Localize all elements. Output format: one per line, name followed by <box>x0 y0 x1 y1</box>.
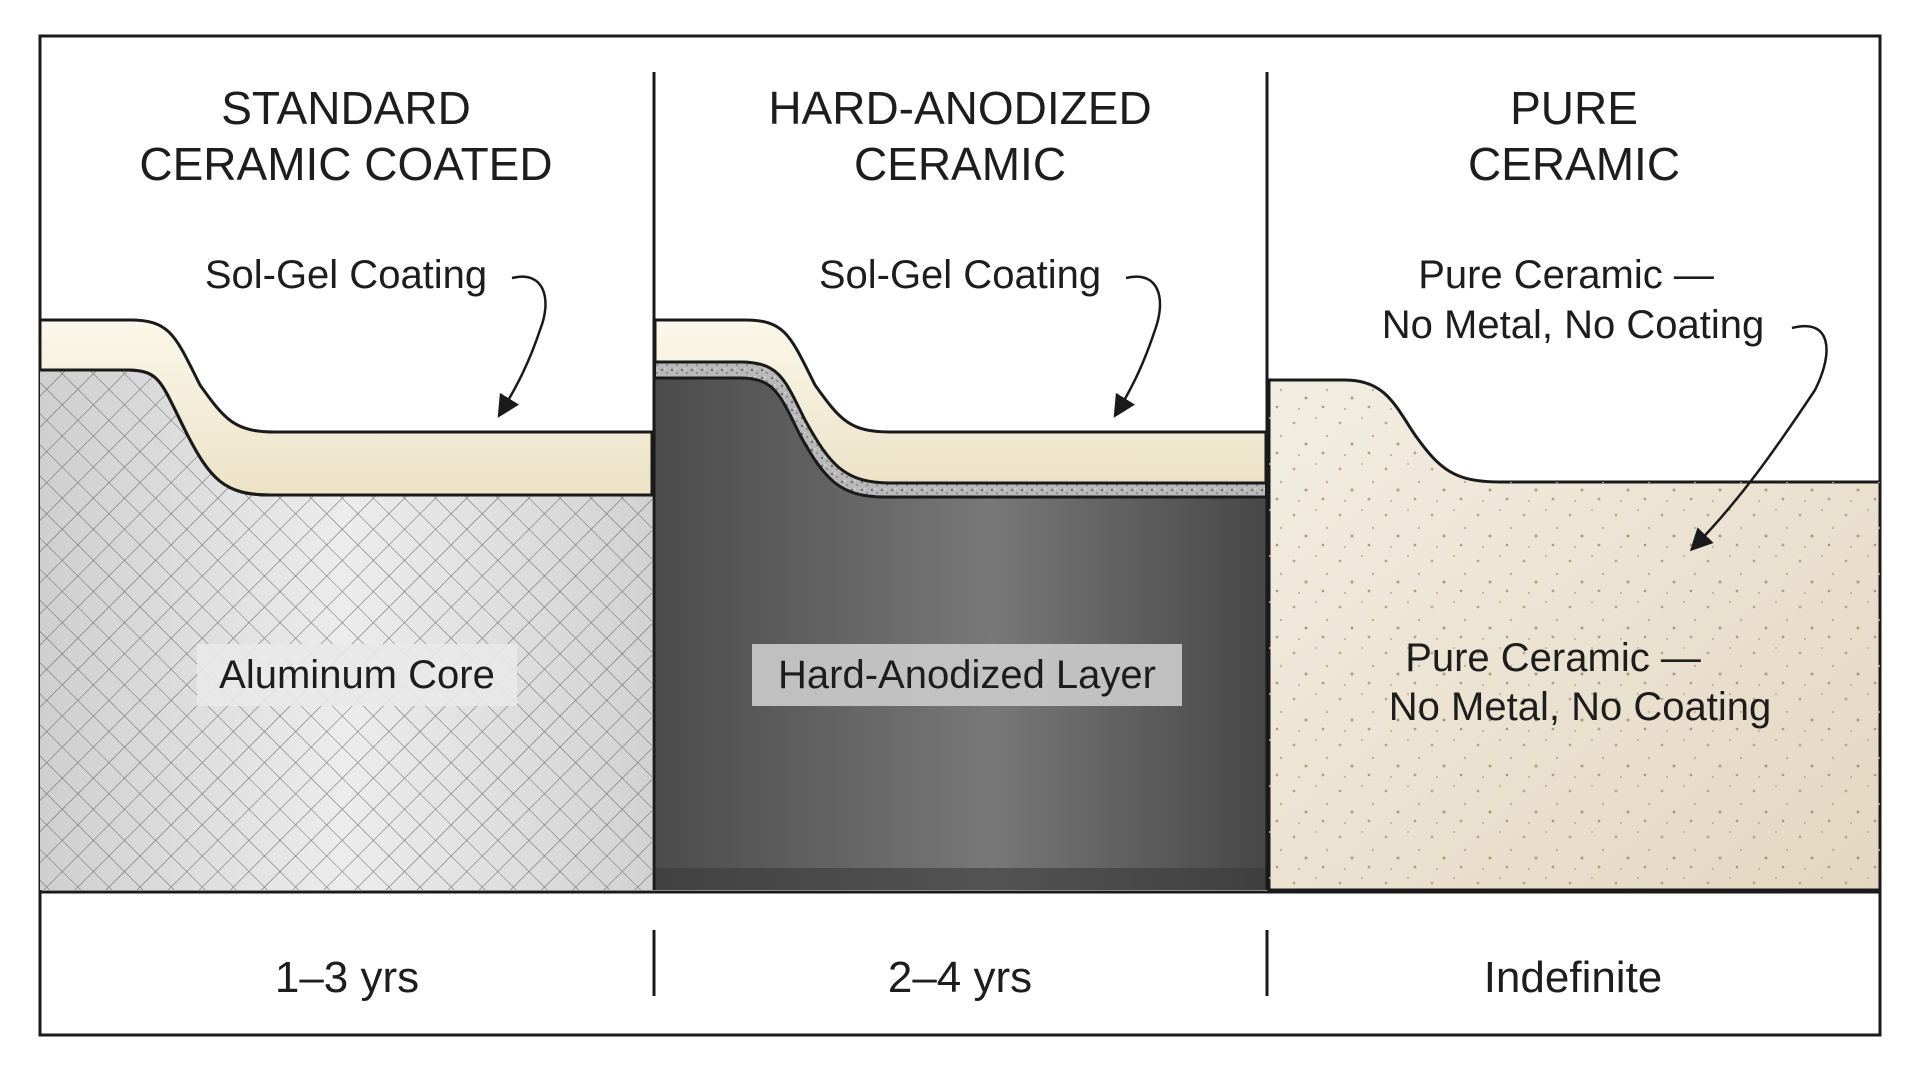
column-3-callout-arrow <box>1689 325 1828 552</box>
column-2-callout-arrow <box>1113 275 1162 418</box>
column-3-title-line-2: CERAMIC <box>1468 138 1680 190</box>
footer-lifespan-pure-ceramic: Indefinite <box>1484 953 1663 1002</box>
column-2-callout-label: Sol-Gel Coating <box>819 253 1101 297</box>
hard-anodized-label-bg <box>752 644 1182 706</box>
column-1-title-line-2: CERAMIC COATED <box>139 138 552 190</box>
column-1-callout-label: Sol-Gel Coating <box>205 253 487 297</box>
column-1-title-line-1: STANDARD <box>221 82 471 134</box>
column-hard-anodized-ceramic: Hard-Anodized Layer HARD-ANODIZED CERAMI… <box>653 82 1268 890</box>
footer-lifespan-standard: 1–3 yrs <box>275 953 419 1002</box>
hard-anodized-layer <box>655 378 1266 890</box>
aluminum-core-label: Aluminum Core <box>219 653 495 697</box>
column-3-callout-line-1: Pure Ceramic — <box>1418 253 1714 297</box>
aluminum-core-label-bg <box>197 644 517 706</box>
column-3-callout-line-2: No Metal, No Coating <box>1382 303 1764 347</box>
column-1-callout-arrow <box>497 275 547 418</box>
column-pure-ceramic: Pure Ceramic — No Metal, No Coating PURE… <box>1267 82 1882 892</box>
footer-lifespan-hard-anodized: 2–4 yrs <box>888 953 1032 1002</box>
sol-gel-coating-layer-2 <box>653 318 1268 485</box>
hard-anodized-label: Hard-Anodized Layer <box>778 653 1156 697</box>
column-standard-ceramic-coated: Aluminum Core STANDARD CERAMIC COATED So… <box>38 82 654 890</box>
pure-ceramic-body-label-line-2: No Metal, No Coating <box>1389 685 1771 729</box>
column-2-title-line-1: HARD-ANODIZED <box>768 82 1151 134</box>
column-3-title-line-1: PURE <box>1510 82 1638 134</box>
pure-ceramic-body-label-line-1: Pure Ceramic — <box>1405 636 1701 680</box>
column-2-title-line-2: CERAMIC <box>854 138 1066 190</box>
